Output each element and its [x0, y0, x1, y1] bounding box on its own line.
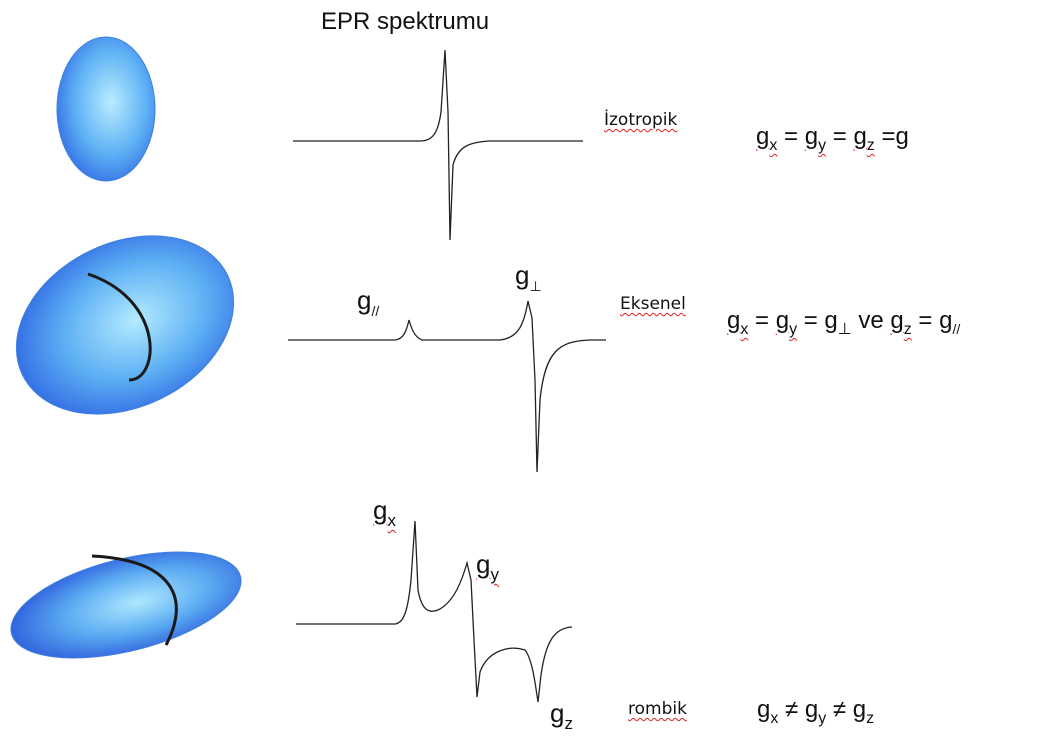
rhombic-label: rombik — [628, 699, 687, 719]
gy-peak-label: gy — [476, 549, 499, 584]
rhombic-equation: gx ≠ gy ≠ gz — [757, 696, 875, 727]
gz-peak-label: gz — [550, 698, 573, 733]
rhombic-ellipsoid — [10, 551, 242, 659]
axial-ellipsoid — [15, 235, 235, 415]
diagram-title: EPR spektrumu — [321, 8, 490, 35]
g-perpendicular-peak-label: g⊥ — [515, 260, 542, 294]
axial-equation: gx = gy = g⊥ ve gz = g// — [727, 307, 961, 338]
isotropic-spectrum-trace — [293, 49, 583, 241]
rhombic-spectrum-trace — [296, 520, 573, 703]
axial-spectrum-trace — [288, 300, 606, 473]
axial-label: Eksenel — [620, 294, 686, 314]
g-parallel-peak-label: g// — [357, 285, 380, 319]
isotropic-ellipsoid — [56, 36, 156, 182]
gx-peak-label: gx — [373, 495, 396, 530]
isotropic-equation: gx = gy = gz =g — [756, 123, 909, 154]
isotropic-label: İzotropik — [604, 110, 678, 130]
